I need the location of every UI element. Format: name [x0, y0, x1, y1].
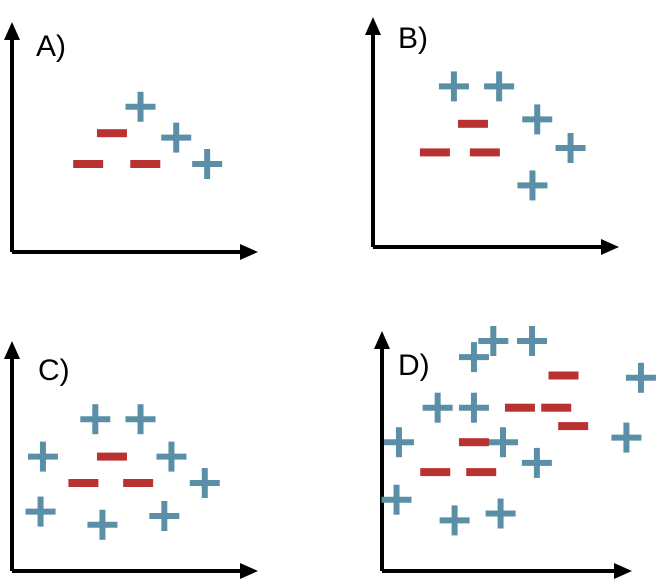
minus-icon [96, 452, 127, 461]
minus-icon [548, 371, 579, 380]
panel-label: C) [38, 354, 70, 387]
plus-icon [517, 170, 548, 201]
minus-icon [73, 160, 104, 168]
minus-icon [541, 403, 572, 412]
x-axis-arrow-icon [601, 239, 619, 255]
plus-icon [611, 422, 642, 453]
panel-a: A) [4, 22, 258, 260]
plus-icon [555, 133, 586, 163]
plus-icon [484, 71, 515, 102]
x-axis-arrow-icon [240, 563, 258, 579]
minus-icon [466, 468, 497, 477]
y-axis-arrow-icon [4, 22, 20, 40]
axes [374, 331, 632, 579]
plus-icon [488, 427, 518, 458]
plus-icon [161, 122, 192, 153]
minus-icon [420, 468, 451, 477]
plus-icon [156, 441, 187, 472]
y-axis-arrow-icon [365, 17, 381, 35]
plus-icon [458, 392, 489, 423]
panel-label: D) [398, 349, 430, 382]
minus-icon [68, 479, 99, 487]
plus-icon [422, 392, 453, 423]
plus-icon [192, 149, 223, 179]
y-axis-arrow-icon [374, 331, 390, 349]
x-axis-arrow-icon [614, 563, 632, 579]
minus-icon [130, 160, 161, 168]
minus-icon [469, 148, 500, 157]
plus-icon [517, 326, 548, 356]
plus-icon [485, 498, 516, 529]
plus-icon [383, 427, 414, 458]
plus-icon [521, 447, 552, 478]
panel-b: B) [365, 17, 619, 255]
plus-icon [478, 326, 509, 356]
plus-icon [27, 441, 58, 472]
axes [365, 17, 619, 255]
plus-icon [439, 505, 470, 536]
plus-icon [25, 496, 56, 527]
plus-icon [80, 404, 111, 435]
plus-icon [189, 468, 220, 498]
plus-icon [625, 362, 656, 393]
minus-icon [458, 438, 489, 447]
panel-label: B) [398, 22, 428, 55]
plus-icon [458, 342, 489, 373]
minus-icon [558, 422, 589, 431]
minus-icon [457, 119, 488, 128]
minus-icon [123, 479, 154, 487]
x-axis-arrow-icon [240, 244, 258, 260]
panel-label: A) [36, 30, 66, 63]
plus-icon [149, 501, 180, 531]
minus-icon [504, 403, 535, 412]
minus-icon [96, 129, 127, 138]
plus-icon [125, 91, 156, 122]
plus-icon [438, 71, 469, 102]
minus-icon [419, 148, 450, 157]
y-axis-arrow-icon [4, 341, 20, 359]
plus-icon [381, 484, 412, 515]
panel-c: C) [4, 341, 258, 579]
axes [4, 22, 258, 260]
plus-icon [522, 104, 553, 135]
axes [4, 341, 258, 579]
plus-icon [87, 509, 118, 540]
panel-d: D) [374, 326, 656, 579]
plus-icon [125, 404, 156, 435]
